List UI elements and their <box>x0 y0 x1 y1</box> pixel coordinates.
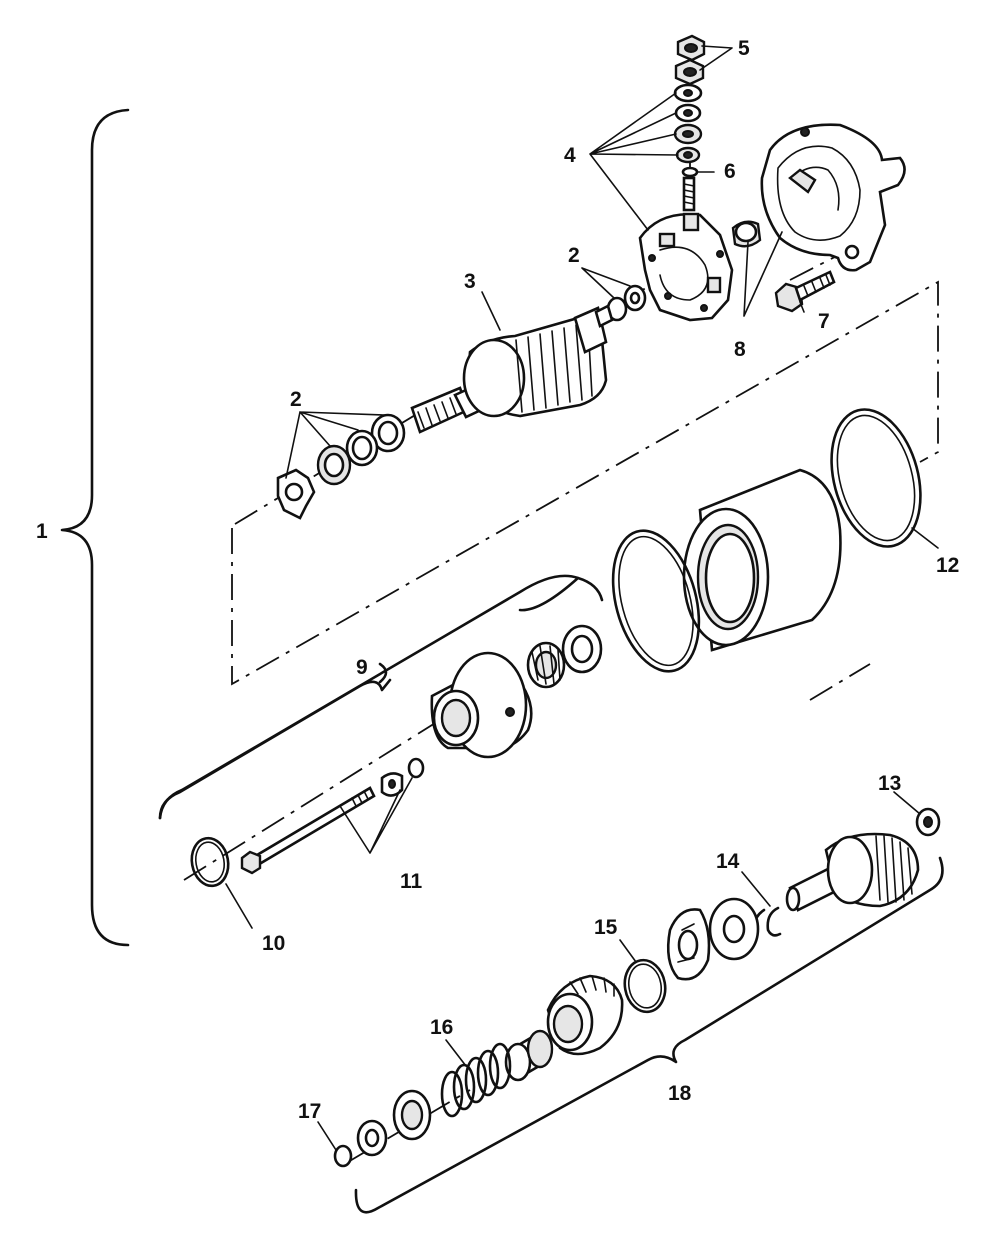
callout-3: 3 <box>464 270 476 293</box>
through-bolt-part-11 <box>240 757 425 875</box>
callout-5: 5 <box>738 37 750 60</box>
terminal-stud <box>682 176 696 212</box>
brace-assembly-1 <box>60 108 130 947</box>
washer-part-13-hole <box>923 816 933 828</box>
callout-14: 14 <box>716 850 740 873</box>
callout-16: 16 <box>430 1016 453 1039</box>
spring-part-16 <box>440 1042 512 1118</box>
washers-part-2-lower <box>276 413 406 520</box>
ball-bearing <box>561 624 603 674</box>
callout-11: 11 <box>400 870 423 893</box>
callout-18: 18 <box>668 1082 692 1105</box>
o-ring-part-6 <box>681 166 699 178</box>
sleeve <box>504 1029 554 1082</box>
washers-part-2-upper <box>606 284 647 322</box>
centerline-lower-axis <box>183 663 871 1163</box>
ring-part-15 <box>623 958 667 1014</box>
drive-end-housing <box>430 651 533 759</box>
callout-6: 6 <box>724 160 736 183</box>
ring-part-15-inner <box>627 963 663 1009</box>
callout-2-upper: 2 <box>568 244 580 267</box>
centerline-upper-box <box>231 280 939 686</box>
o-ring-part-10 <box>190 836 230 888</box>
callout-12: 12 <box>936 554 959 577</box>
callout-17: 17 <box>298 1100 321 1123</box>
callout-7: 7 <box>818 310 830 333</box>
spring-cup <box>392 1089 432 1141</box>
brace-group-18 <box>354 856 944 1214</box>
o-ring-housing-front <box>611 529 701 673</box>
callout-2-lower: 2 <box>290 388 302 411</box>
needle-bearing <box>526 641 566 689</box>
callout-9: 9 <box>356 656 368 679</box>
o-ring-housing-front-inner <box>618 535 694 667</box>
pinion-clutch <box>546 974 624 1056</box>
leader-lines <box>225 45 939 1151</box>
split-collar <box>666 908 711 981</box>
o-ring-part-10-inner <box>194 841 226 883</box>
thrust-washer <box>708 897 760 961</box>
output-shaft-gear <box>785 832 920 912</box>
bolt-part-7 <box>774 270 836 313</box>
callout-13: 13 <box>878 772 901 795</box>
field-housing <box>682 468 842 652</box>
retainer-washer-hole <box>364 1128 380 1148</box>
brace-group-9-detail <box>158 678 392 820</box>
bushing-part-8 <box>731 220 762 248</box>
nut-part-5 <box>674 34 706 86</box>
callout-15: 15 <box>594 916 618 939</box>
o-ring-part-12 <box>830 408 922 548</box>
brush-plate <box>638 212 734 322</box>
armature-part-3 <box>410 304 614 434</box>
washer-stack-part-4 <box>673 83 703 164</box>
callout-10: 10 <box>262 932 285 955</box>
callout-1: 1 <box>36 520 48 543</box>
clip-part-17 <box>333 1144 353 1168</box>
o-ring-part-12-inner <box>836 414 916 542</box>
callout-4: 4 <box>564 144 576 167</box>
end-cap-part-8 <box>760 123 906 272</box>
callout-8: 8 <box>734 338 746 361</box>
